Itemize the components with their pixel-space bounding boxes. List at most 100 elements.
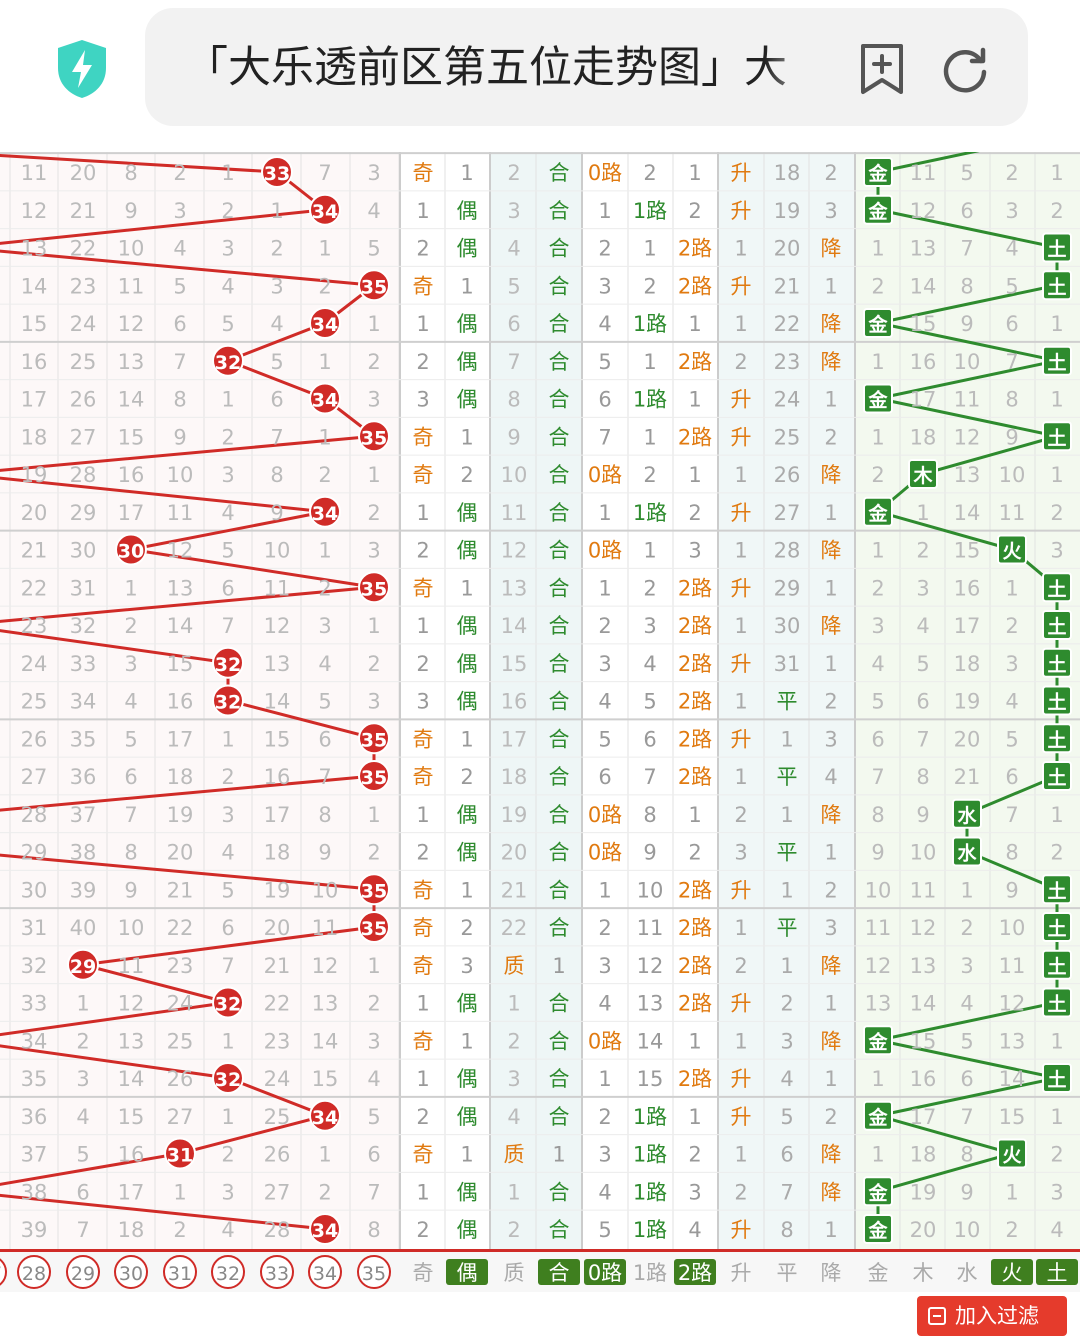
element-marker xyxy=(952,836,982,867)
prime-cell: 合 xyxy=(549,388,570,412)
element-miss: 19 xyxy=(954,690,981,714)
road-cell: 0路 xyxy=(588,161,622,185)
element-label: 金 xyxy=(867,200,888,223)
element-label: 土 xyxy=(1047,578,1066,600)
bookmark-add-icon[interactable] xyxy=(857,42,907,96)
footer-element-selected[interactable] xyxy=(991,1259,1033,1285)
road-cell: 1 xyxy=(688,312,701,336)
trend-cell: 26 xyxy=(774,463,801,487)
ball-35 xyxy=(358,571,390,604)
miss-count: 13 xyxy=(118,1029,145,1053)
page-title[interactable]: 「大乐透前区第五位走势图」大 xyxy=(185,38,825,98)
road-cell: 1 xyxy=(688,388,701,412)
odd-even-cell: 1 xyxy=(416,199,429,223)
footer-road-selected[interactable] xyxy=(674,1259,716,1285)
miss-count: 27 xyxy=(21,765,48,789)
trend-cell: 1 xyxy=(824,388,837,412)
odd-even-cell: 偶 xyxy=(457,350,478,374)
prime-cell: 1 xyxy=(552,1143,565,1167)
road-cell: 3 xyxy=(643,614,656,638)
prime-cell: 5 xyxy=(507,274,520,298)
prime-cell: 合 xyxy=(549,501,570,525)
miss-count: 6 xyxy=(367,1143,380,1167)
road-cell: 11 xyxy=(637,916,664,940)
odd-even-cell: 偶 xyxy=(457,539,478,563)
footer-element-selected[interactable] xyxy=(1036,1259,1078,1285)
road-cell: 1路 xyxy=(633,1105,667,1129)
miss-count: 27 xyxy=(264,1180,291,1204)
miss-count: 6 xyxy=(173,312,186,336)
miss-count: 20 xyxy=(70,161,97,185)
road-cell: 4 xyxy=(688,1218,701,1242)
footer-road-selected[interactable] xyxy=(584,1259,626,1285)
footer-ball-30[interactable] xyxy=(114,1255,148,1289)
miss-count: 1 xyxy=(367,463,380,487)
miss-count: 7 xyxy=(318,161,331,185)
prime-cell: 4 xyxy=(507,237,520,261)
element-miss: 3 xyxy=(916,576,929,600)
element-miss: 5 xyxy=(1005,727,1018,751)
miss-count: 24 xyxy=(21,652,48,676)
trend-cell: 降 xyxy=(821,1143,842,1167)
ball-35 xyxy=(358,269,390,302)
footer-ball-35[interactable] xyxy=(357,1255,391,1289)
element-miss: 6 xyxy=(960,199,973,223)
element-miss: 2 xyxy=(871,576,884,600)
prime-cell: 合 xyxy=(549,841,570,865)
prime-cell: 1 xyxy=(507,992,520,1016)
element-marker xyxy=(1042,685,1072,716)
element-trend-line xyxy=(874,152,1059,1229)
trend-cell: 1 xyxy=(734,237,747,261)
odd-even-cell: 奇 xyxy=(413,576,434,600)
footer-ball-33[interactable] xyxy=(260,1255,294,1289)
ball-34 xyxy=(309,193,341,226)
shield-lightning-icon[interactable] xyxy=(55,38,109,100)
element-miss: 6 xyxy=(916,690,929,714)
road-cell: 14 xyxy=(637,1029,664,1053)
miss-count: 1 xyxy=(221,1105,234,1129)
odd-even-cell: 1 xyxy=(416,803,429,827)
address-bar[interactable]: 「大乐透前区第五位走势图」大 xyxy=(145,8,1028,126)
element-marker xyxy=(1042,987,1072,1018)
element-label: 金 xyxy=(867,1030,888,1053)
element-label: 木 xyxy=(912,464,933,487)
footer-ball-27[interactable] xyxy=(0,1256,7,1288)
ball-35 xyxy=(358,722,390,755)
prime-cell: 合 xyxy=(549,614,570,638)
element-miss: 3 xyxy=(871,614,884,638)
miss-count: 1 xyxy=(318,350,331,374)
element-miss: 11 xyxy=(999,954,1026,978)
element-miss: 1 xyxy=(871,1067,884,1091)
footer-road: 0路 xyxy=(588,1261,622,1285)
miss-count: 34 xyxy=(21,1029,48,1053)
element-marker xyxy=(952,798,982,829)
miss-count: 5 xyxy=(270,350,283,374)
footer-ball-32[interactable] xyxy=(211,1255,245,1289)
trend-cell: 2 xyxy=(824,161,837,185)
element-marker xyxy=(863,496,893,527)
footer-odd-even-selected[interactable] xyxy=(446,1259,488,1285)
footer-ball-29[interactable] xyxy=(66,1255,100,1289)
miss-count: 2 xyxy=(318,274,331,298)
element-marker xyxy=(1042,647,1072,678)
road-cell: 4 xyxy=(598,992,611,1016)
prime-cell: 19 xyxy=(501,803,528,827)
odd-even-cell: 1 xyxy=(460,727,473,751)
element-miss: 4 xyxy=(960,992,973,1016)
odd-even-cell: 偶 xyxy=(457,690,478,714)
miss-count: 20 xyxy=(264,916,291,940)
footer-ball-31[interactable] xyxy=(163,1255,197,1289)
road-cell: 2路 xyxy=(678,690,712,714)
ball-number: 32 xyxy=(215,692,241,714)
prime-cell: 18 xyxy=(501,765,528,789)
footer-ball-34[interactable] xyxy=(308,1255,342,1289)
footer-ball-28[interactable] xyxy=(17,1255,51,1289)
element-label: 土 xyxy=(1047,918,1066,940)
prime-cell: 13 xyxy=(501,576,528,600)
footer-prime-selected[interactable] xyxy=(538,1259,580,1285)
add-filter-button[interactable]: 加入过滤 xyxy=(917,1296,1067,1336)
miss-count: 2 xyxy=(367,992,380,1016)
refresh-icon[interactable] xyxy=(940,44,990,94)
miss-count: 39 xyxy=(70,878,97,902)
element-miss: 17 xyxy=(910,1105,937,1129)
